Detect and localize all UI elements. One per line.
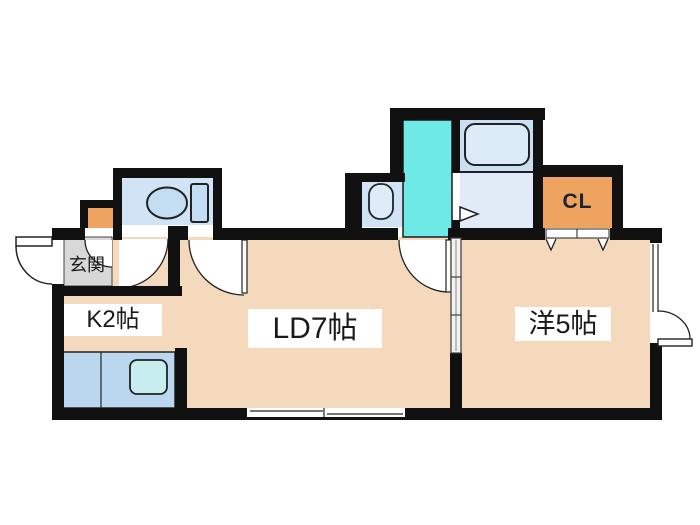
bathtub-icon [464,123,530,166]
storage-door-arc [84,239,113,268]
wall [52,228,64,240]
wall [168,226,180,296]
bedroom-label: 洋5帖 [515,307,611,341]
wall [650,228,662,243]
wall [113,168,222,178]
wall [80,200,113,208]
bedroom-door-leaf [657,338,693,347]
corridor-floor [402,119,453,238]
storage-door-swing [85,240,112,267]
wall [113,168,122,240]
living-dining-label: LD7帖 [248,309,382,348]
entry-door-swing [16,246,52,284]
bath-door-arrow-icon [459,205,481,223]
wall [113,226,118,240]
entry-door-arc [15,245,53,285]
kitchen-label: K2帖 [64,304,162,336]
washbasin-icon [368,183,394,220]
window-icon [650,243,662,313]
hall-door-leaf [241,239,248,294]
closet-label: CL [562,190,593,213]
wall [345,173,405,182]
genkan-label: 玄関 [69,255,105,275]
wall [390,108,403,173]
wall [452,108,460,173]
wall [390,108,545,120]
folding-door-chevron-icon [597,238,609,252]
hall-door-arc [188,239,245,296]
wall [612,165,623,240]
wall [650,343,662,420]
wall [222,228,398,240]
wall [460,228,545,240]
wall [345,173,362,240]
wall [52,284,64,420]
corridor-door-leaf [445,239,452,293]
window-icon [247,408,405,417]
sliding-door-icon [450,237,462,354]
wall [52,286,182,296]
wall [533,165,623,177]
folding-door-chevron-icon [545,238,557,252]
storage-box [88,208,113,228]
toilet-icon [146,186,188,220]
bathroom-floor [460,172,533,228]
wall [175,348,187,408]
wall [80,200,88,228]
wall [213,168,222,240]
wall [452,220,460,240]
hall-door-swing [189,240,244,295]
corridor-door-arc [398,239,450,293]
bedroom-door-arc [657,310,691,340]
entry-door-leaf [15,236,53,247]
toilet-door-swing [119,239,168,288]
toilet-tank-icon [190,183,209,223]
kitchen-sink-icon [129,359,168,395]
closet-floor [543,177,612,228]
wall [610,228,662,240]
corridor-door-swing [399,240,449,292]
wall [450,353,462,408]
